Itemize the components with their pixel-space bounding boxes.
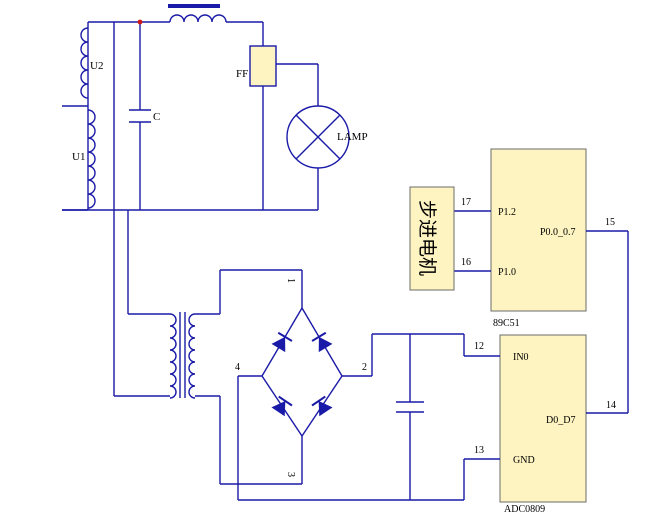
- bridge-rectifier: [220, 269, 464, 500]
- mcu-name-label: 89C51: [493, 318, 520, 329]
- primary-coil: [169, 313, 177, 399]
- adc-pin-12-label: 12: [474, 341, 484, 352]
- adc-wires: [463, 231, 629, 500]
- adc-pin-d0-label: D0_D7: [546, 415, 575, 426]
- bridge-node-2-label: 2: [362, 362, 367, 373]
- mcu-pin-p12-label: P1.2: [498, 207, 516, 218]
- bridge-node-3-label: 3: [285, 472, 296, 477]
- bridge-node-1-label: 1: [285, 278, 296, 283]
- ff-component: [249, 45, 277, 87]
- diode-br: [311, 395, 333, 417]
- mcu-pin-17-label: 17: [461, 197, 471, 208]
- transformer: [114, 270, 221, 484]
- adc-block: [499, 334, 587, 503]
- ac-circuit: [62, 14, 319, 396]
- junction-dot: [137, 19, 143, 25]
- adc-name-label: ADC0809: [504, 504, 545, 513]
- adc-pin-gnd-label: GND: [513, 455, 535, 466]
- mcu-pin-p10-label: P1.0: [498, 267, 516, 278]
- secondary-coil: [188, 313, 196, 399]
- label-u1: U1: [72, 151, 85, 163]
- bridge-node-4-label: 4: [235, 362, 240, 373]
- adc-pin-14-label: 14: [606, 400, 616, 411]
- filter-capacitor: [238, 334, 464, 501]
- stepper-motor-block: [409, 186, 455, 291]
- label-lamp: LAMP: [337, 131, 368, 143]
- adc-pin-in0-label: IN0: [513, 352, 529, 363]
- label-c: C: [153, 111, 160, 123]
- coil-u1: [87, 109, 96, 209]
- lamp-symbol: [286, 105, 350, 169]
- top-inductor: [169, 14, 227, 23]
- diode-bl: [271, 395, 293, 417]
- mcu-block: [490, 148, 587, 312]
- coil-u2: [80, 27, 89, 99]
- diode-tl: [271, 331, 293, 353]
- diode-tr: [311, 331, 333, 353]
- inductor-core-bar: [168, 4, 220, 8]
- stepper-motor-label: 步进电机: [416, 200, 438, 276]
- label-ff: FF: [236, 68, 248, 80]
- label-u2: U2: [90, 60, 103, 72]
- mcu-pin-p00-label: P0.0_0.7: [540, 227, 576, 238]
- mcu-pin-16-label: 16: [461, 257, 471, 268]
- mcu-wires: [454, 210, 628, 272]
- adc-pin-13-label: 13: [474, 445, 484, 456]
- mcu-pin-15-label: 15: [605, 217, 615, 228]
